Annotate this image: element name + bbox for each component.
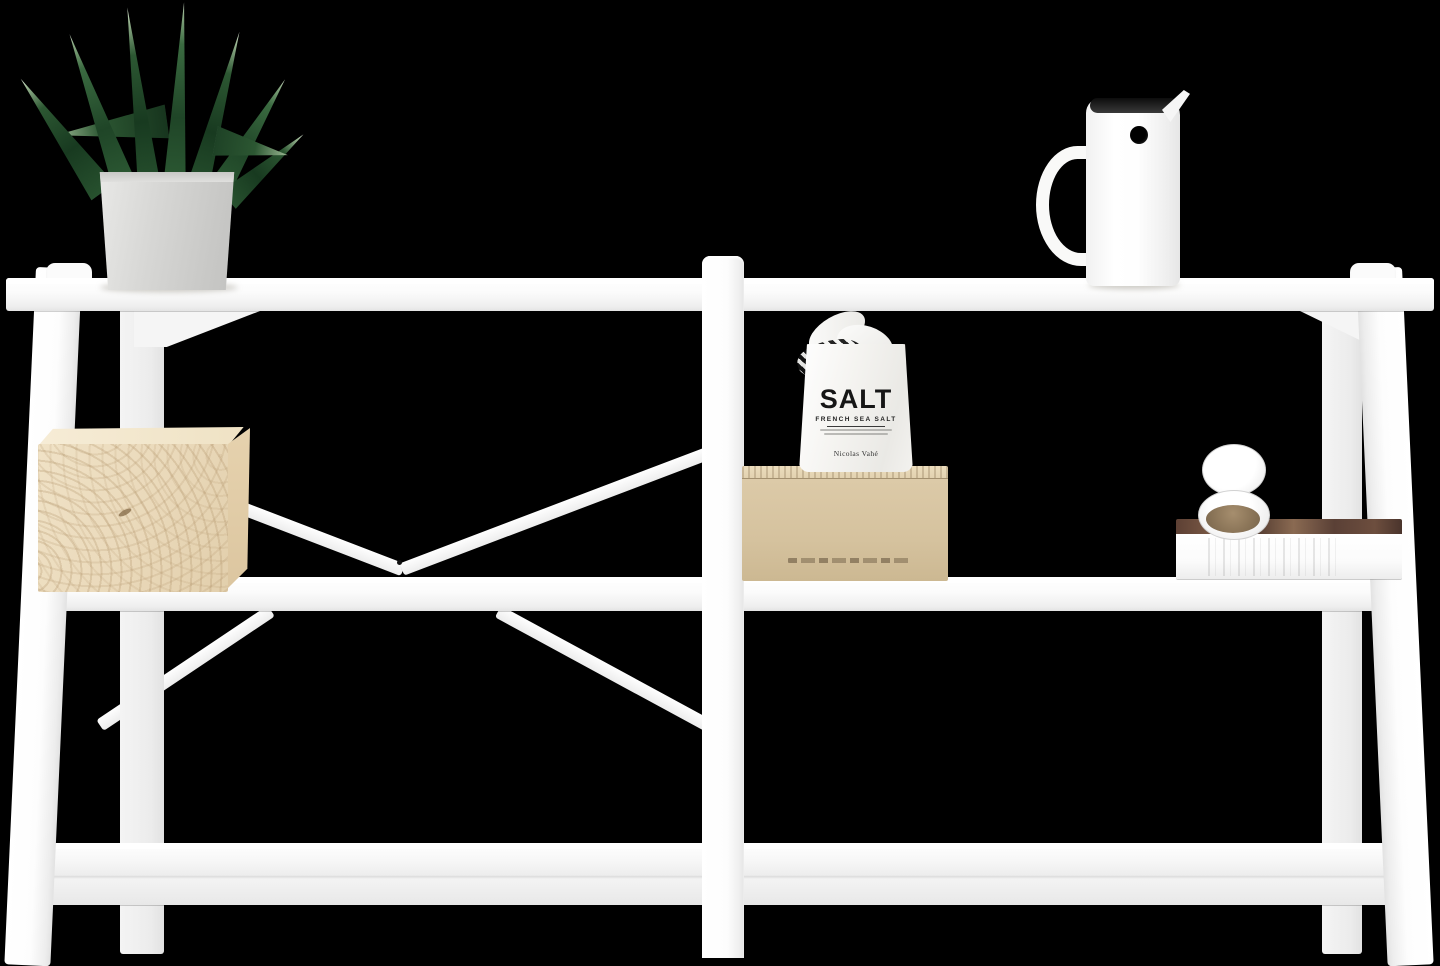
snake-plant xyxy=(0,0,320,300)
brace-screw xyxy=(397,560,402,565)
shelf-brace-lower-right xyxy=(494,605,713,732)
vacuum-jug xyxy=(1086,98,1180,286)
salt-bag-subtitle: FRENCH SEA SALT xyxy=(815,416,897,423)
book-page-markings xyxy=(1208,538,1340,576)
salt-bag-divider xyxy=(827,426,885,427)
salt-bag-fineprint-line xyxy=(820,429,892,431)
salt-bag-brand: Nicolas Vahé xyxy=(833,449,879,458)
shelf-brace-upper-right xyxy=(399,445,715,576)
kraft-box xyxy=(742,479,948,581)
shelf-middle-post xyxy=(702,256,744,958)
jug-lid xyxy=(1090,98,1178,113)
jug-lever-hole xyxy=(1130,126,1148,144)
plant-pot-rim xyxy=(99,172,235,182)
salt-bag xyxy=(799,344,913,472)
book xyxy=(1176,534,1402,579)
salt-bag-label: SALT FRENCH SEA SALT Nicolas Vahé xyxy=(799,384,913,459)
wood-cube-top-face xyxy=(38,427,244,446)
kraft-box-print-line xyxy=(788,558,912,563)
wood-cube-side-face xyxy=(228,428,250,588)
concrete-plant-pot xyxy=(99,172,235,290)
salt-bag-fineprint-line xyxy=(824,433,888,435)
shelf-gusset-left xyxy=(134,311,260,347)
plant-leaf xyxy=(160,2,198,195)
salt-bag-title: SALT xyxy=(819,384,893,414)
hourglass-sand xyxy=(1206,505,1260,533)
wood-cube xyxy=(38,444,228,592)
hourglass-top-bulb xyxy=(1202,444,1266,496)
